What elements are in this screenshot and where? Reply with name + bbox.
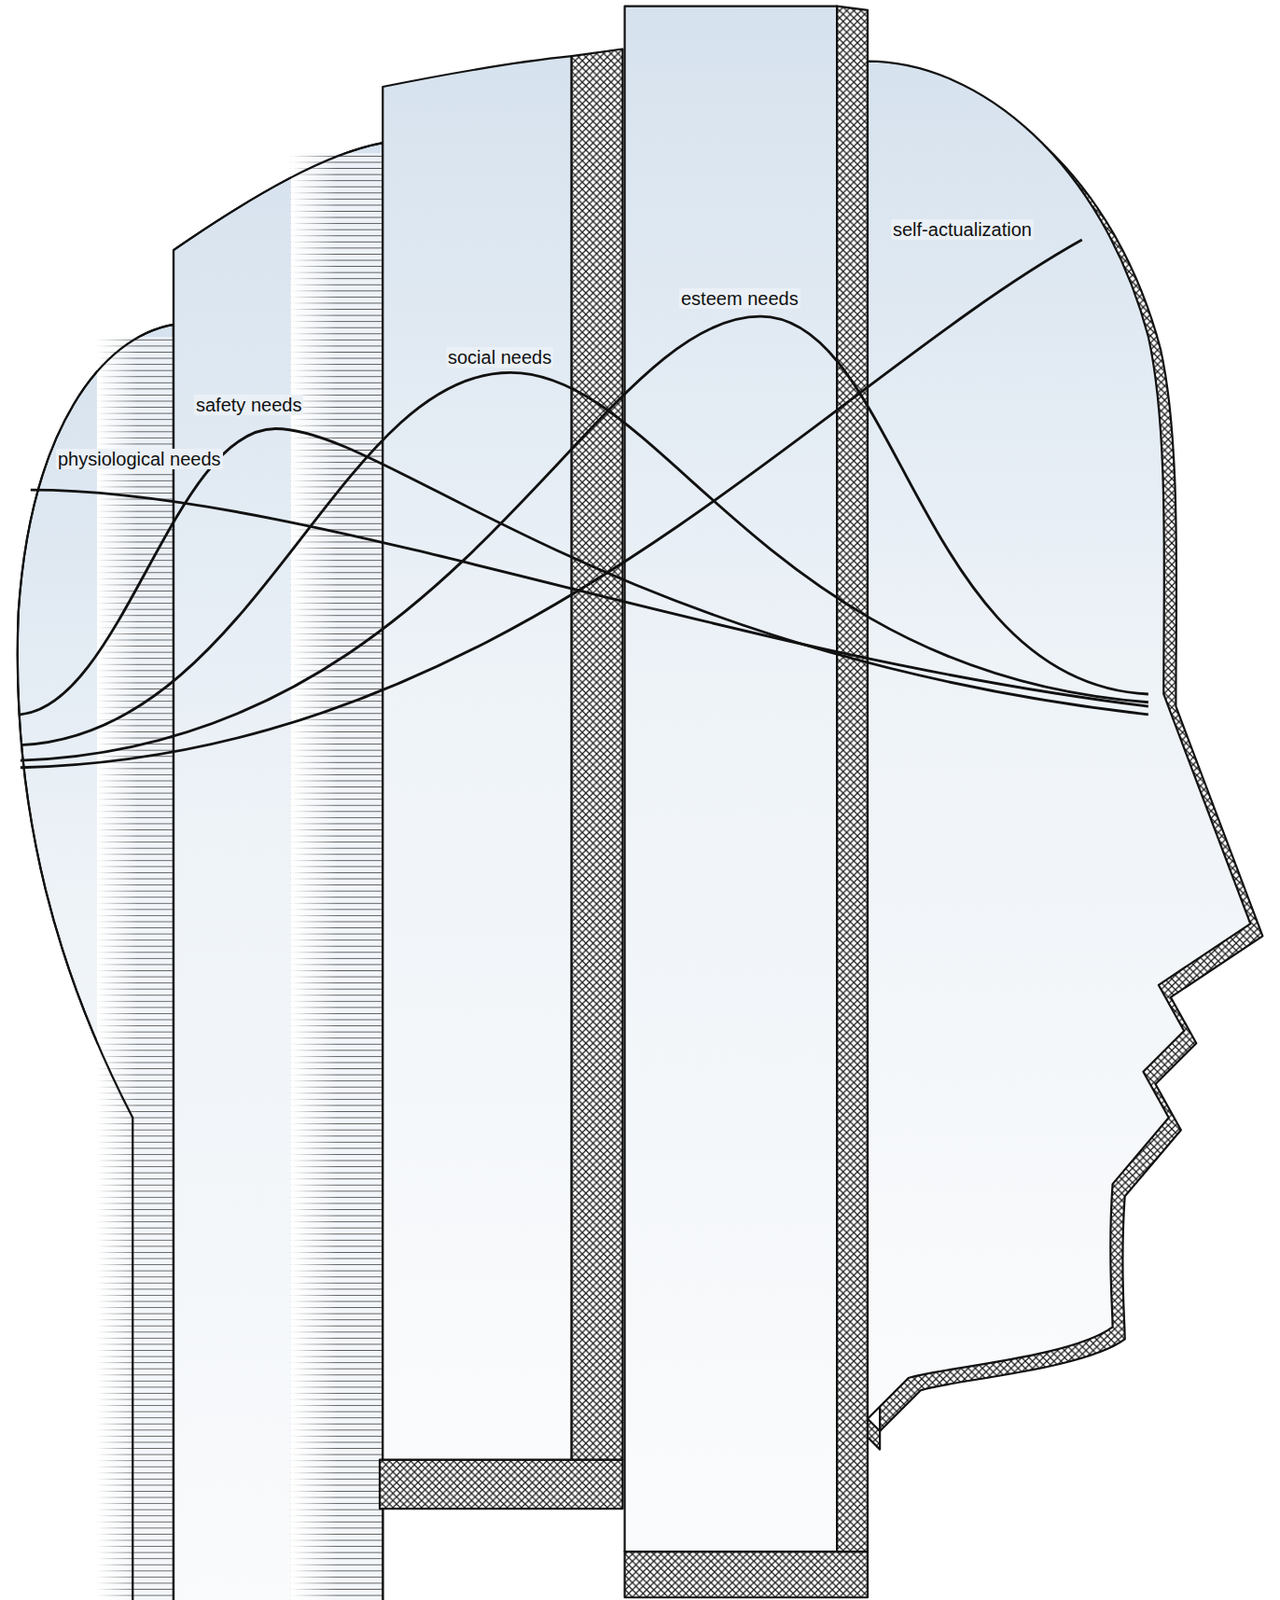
need-label: safety needs — [194, 394, 304, 416]
need-label: physiological needs — [55, 448, 223, 470]
need-label: social needs — [445, 347, 554, 368]
need-label: esteem needs — [679, 288, 801, 309]
need-label: self-actualization — [890, 219, 1034, 240]
